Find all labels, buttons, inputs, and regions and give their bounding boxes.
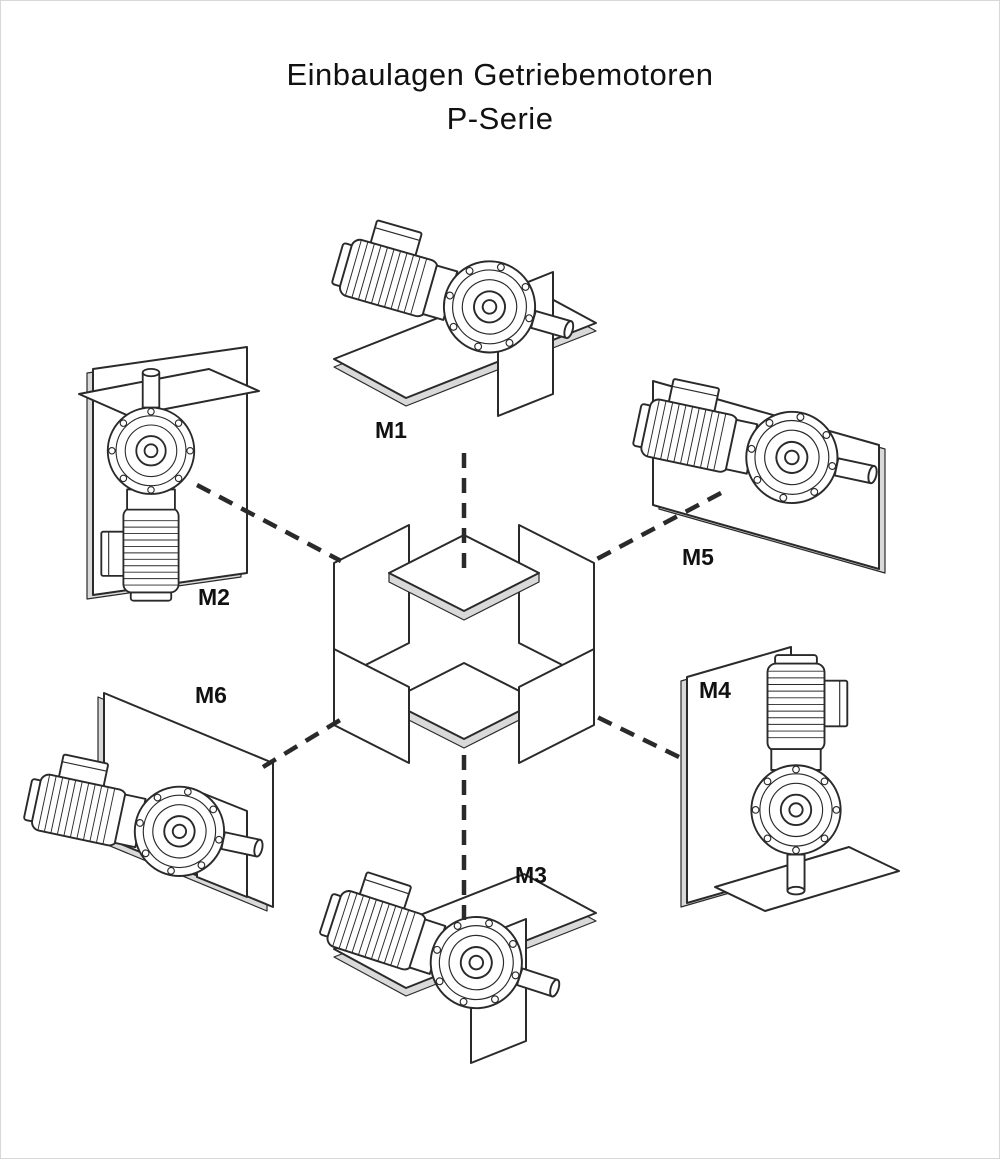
cube-wall-front-right (518, 648, 595, 764)
dashed-line-m2 (195, 483, 343, 563)
label-m5: M5 (682, 544, 714, 570)
label-m3: M3 (515, 862, 547, 888)
reference-lines (195, 453, 723, 921)
label-m6: M6 (195, 682, 227, 708)
station-m4 (680, 646, 900, 912)
cube-bottom-plate (388, 662, 540, 740)
dashed-line-m4 (592, 712, 680, 760)
cube-top-plate (388, 534, 540, 612)
center-reference-cube (333, 524, 595, 764)
label-m4: M4 (699, 677, 731, 703)
station-m1 (323, 211, 597, 417)
station-m6 (17, 692, 274, 912)
mounting-bracket-m2 (78, 368, 260, 417)
station-m5 (626, 372, 889, 574)
station-m2 (78, 346, 260, 602)
cube-wall-back-right (518, 524, 595, 682)
label-m1: M1 (375, 417, 407, 443)
title-line-2: P-Serie (446, 101, 554, 137)
station-m3 (310, 862, 597, 1064)
diagram-title: Einbaulagen Getriebemotoren P-Serie (1, 53, 999, 141)
cube-wall-front-left (333, 648, 410, 764)
cube-wall-back-left (333, 524, 410, 682)
dashed-line-m6 (261, 715, 347, 769)
label-m2: M2 (198, 584, 230, 610)
title-line-1: Einbaulagen Getriebemotoren (286, 57, 714, 92)
